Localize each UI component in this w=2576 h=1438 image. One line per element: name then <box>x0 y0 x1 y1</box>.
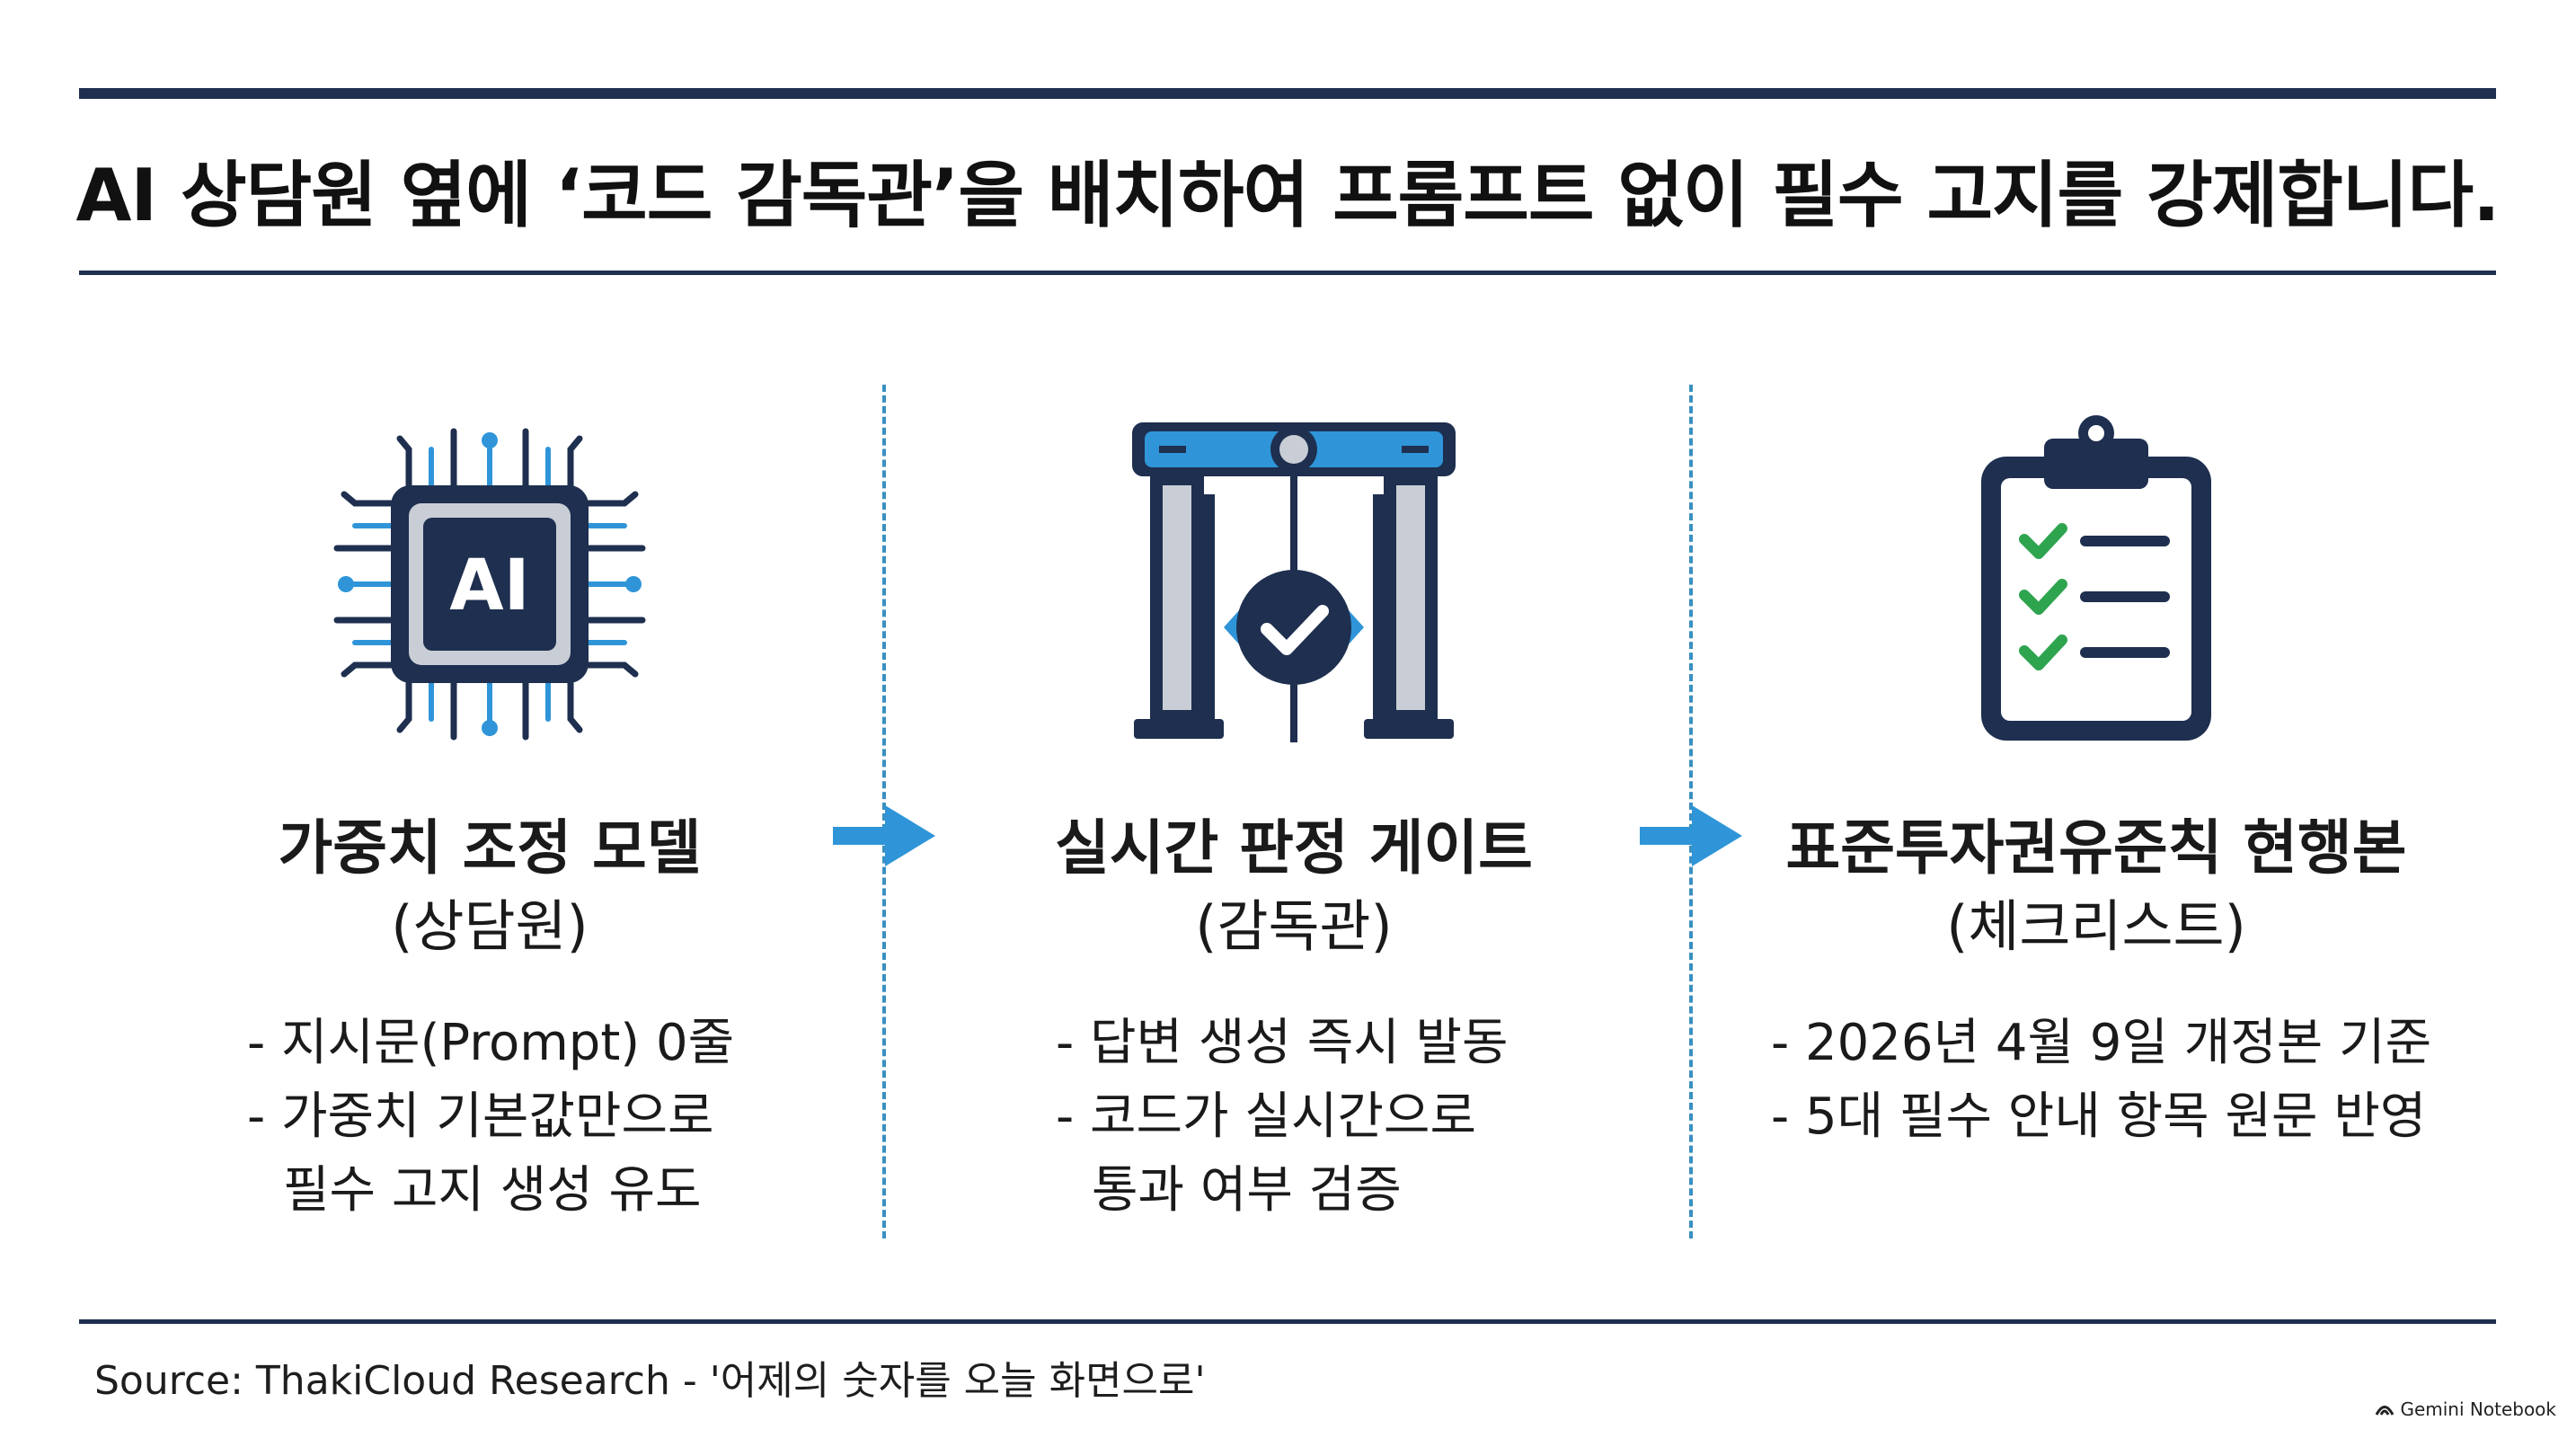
checklist-bullets: - 2026년 4월 9일 개정본 기준 - 5대 필수 안내 항목 원문 반영 <box>1771 1007 2431 1154</box>
list-item: - 지시문(Prompt) 0줄 <box>247 1014 735 1072</box>
arrow-right-icon <box>833 805 935 866</box>
checkpoint-gate-icon <box>1132 422 1456 742</box>
clipboard-checklist-icon <box>1981 415 2211 741</box>
list-item: - 코드가 실시간으로 <box>1056 1087 1476 1146</box>
brand-label: Gemini Notebook <box>2400 1398 2556 1420</box>
gemini-notebook-icon <box>2376 1406 2395 1416</box>
page-title: AI 상담원 옆에 ‘코드 감독관’을 배치하여 프롬프트 없이 필수 고지를 … <box>75 154 2501 237</box>
top-rule <box>79 88 2496 99</box>
ai-chip-icon: AI <box>333 428 646 741</box>
list-item: - 가중치 기본값만으로 <box>247 1087 714 1146</box>
gate-title: 실시간 판정 게이트 <box>1055 813 1533 883</box>
gate-bullets: - 답변 생성 즉시 발동 - 코드가 실시간으로 통과 여부 검증 <box>1056 1007 1509 1228</box>
model-title: 가중치 조정 모델 <box>278 813 702 883</box>
column-divider-2 <box>1689 385 1693 1238</box>
list-item: 필수 고지 생성 유도 <box>283 1161 702 1220</box>
footer-rule <box>79 1319 2496 1324</box>
brand-mark: Gemini Notebook <box>2375 1398 2556 1420</box>
list-item: - 5대 필수 안내 항목 원문 반영 <box>1771 1087 2427 1146</box>
checklist-subtitle: (체크리스트) <box>1946 893 2246 959</box>
svg-text:AI: AI <box>449 546 529 626</box>
column-divider-1 <box>882 385 886 1238</box>
arrow-right-icon <box>1640 805 1742 866</box>
list-item: 통과 여부 검증 <box>1092 1161 1402 1220</box>
checklist-title: 표준투자권유준칙 현행본 <box>1785 813 2407 883</box>
gate-subtitle: (감독관) <box>1195 893 1393 959</box>
model-subtitle: (상담원) <box>391 893 589 959</box>
list-item: - 2026년 4월 9일 개정본 기준 <box>1771 1014 2432 1072</box>
list-item: - 답변 생성 즉시 발동 <box>1056 1014 1509 1072</box>
source-note: Source: ThakiCloud Research - '어제의 숫자를 오… <box>94 1358 1206 1404</box>
title-underline <box>79 271 2496 275</box>
model-bullets: - 지시문(Prompt) 0줄 - 가중치 기본값만으로 필수 고지 생성 유… <box>247 1007 734 1228</box>
